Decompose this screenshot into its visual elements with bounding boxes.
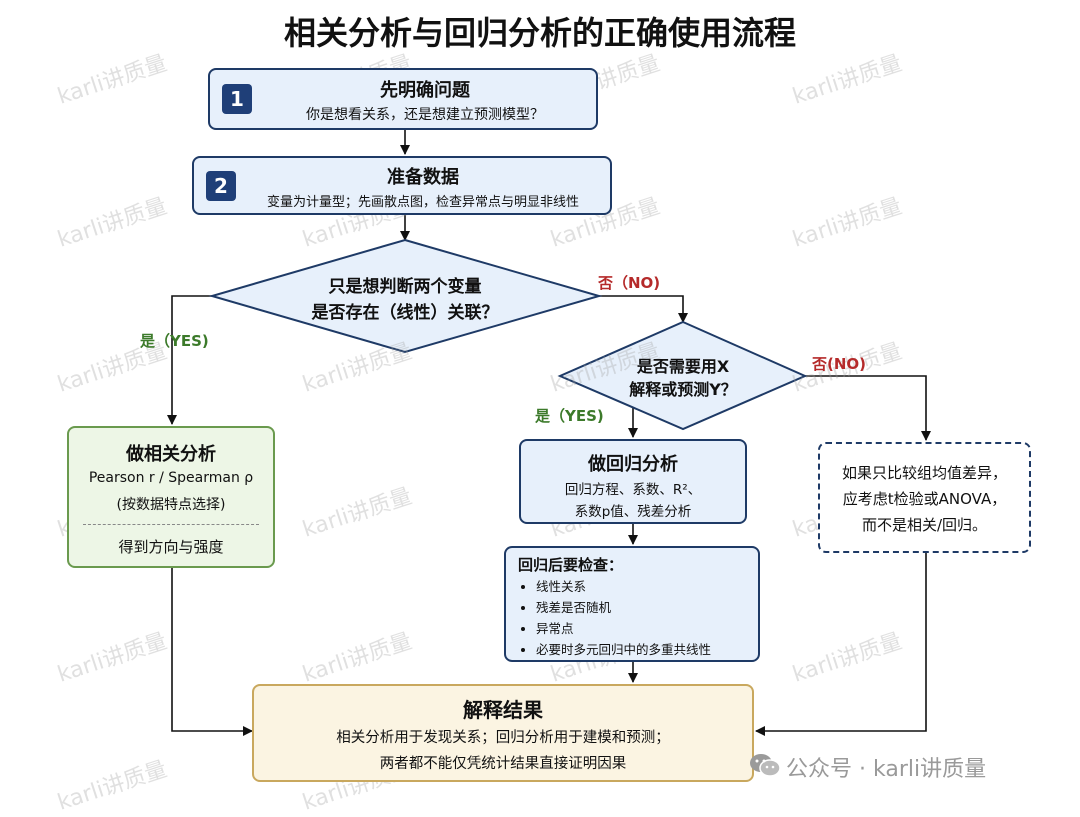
correlation-title: 做相关分析 (126, 444, 216, 465)
footer-account: 公众号 · karli讲质量 (786, 757, 987, 782)
correlation-line3: 得到方向与强度 (118, 538, 224, 556)
list-item: 线性关系 (536, 576, 756, 595)
page-title: 相关分析与回归分析的正确使用流程 (283, 14, 796, 52)
interpret-title: 解释结果 (463, 698, 543, 722)
arrow-alternative-to-interpret (755, 553, 927, 736)
alternative-line3: 而不是相关/回归。 (861, 516, 988, 534)
decision2-yes-label: 是（YES) (535, 407, 604, 425)
step2-number-badge: 2 (206, 171, 236, 201)
decision2-no-label: 否(NO) (812, 355, 867, 373)
post-check-box: 回归后要检查： 线性关系 残差是否随机 异常点 必要时多元回归中的多重共线性 (504, 546, 760, 662)
list-item: 必要时多元回归中的多重共线性 (536, 639, 756, 658)
decision2-diamond (557, 320, 808, 431)
decision1-no-label: 否（NO) (598, 274, 661, 292)
correlation-line1: Pearson r / Spearman ρ (88, 470, 254, 486)
decision1-line1: 只是想判断两个变量 (328, 277, 482, 297)
step2-desc: 变量为计量型；先画散点图，检查异常点与明显非线性 (266, 195, 579, 210)
arrow-no-to-decision2 (599, 295, 688, 323)
decision1-line2: 是否存在（线性）关联？ (311, 303, 499, 323)
interpret-box: 解释结果 相关分析用于发现关系；回归分析用于建模和预测； 两者都不能仅凭统计结果… (252, 684, 754, 782)
step1-number-badge: 1 (222, 84, 252, 114)
decision1-diamond (208, 238, 603, 354)
correlation-divider (83, 524, 259, 525)
regression-line1: 回归方程、系数、R²、 (564, 482, 702, 498)
step1-title: 先明确问题 (380, 80, 470, 101)
regression-line2: 系数p值、残差分析 (574, 504, 692, 520)
post-check-title: 回归后要检查： (518, 556, 624, 574)
step2-box: 2 准备数据 变量为计量型；先画散点图，检查异常点与明显非线性 (192, 156, 612, 215)
alternative-line2: 应考虑t检验或ANOVA， (842, 490, 1007, 508)
wechat-icon (748, 752, 782, 778)
correlation-line2: (按数据特点选择) (116, 497, 226, 513)
correlation-box: 做相关分析 Pearson r / Spearman ρ (按数据特点选择) 得… (67, 426, 275, 568)
post-check-list: 线性关系 残差是否随机 异常点 必要时多元回归中的多重共线性 (506, 574, 756, 660)
step1-box: 1 先明确问题 你是想看关系，还是想建立预测模型？ (208, 68, 598, 130)
regression-box: 做回归分析 回归方程、系数、R²、 系数p值、残差分析 (519, 439, 747, 524)
list-item: 残差是否随机 (536, 597, 756, 616)
decision2-line2: 解释或预测Y？ (629, 380, 737, 399)
regression-title: 做回归分析 (588, 454, 678, 475)
step2-title: 准备数据 (387, 167, 459, 188)
arrow-correlation-to-interpret (171, 568, 253, 736)
decision2-line1: 是否需要用X (636, 357, 730, 376)
interpret-line1: 相关分析用于发现关系；回归分析用于建模和预测； (336, 730, 670, 746)
list-item: 异常点 (536, 618, 756, 637)
step1-desc: 你是想看关系，还是想建立预测模型？ (306, 107, 544, 123)
alternative-line1: 如果只比较组均值差异， (841, 464, 1007, 482)
arrow-decision2-no-to-alternative (805, 375, 931, 441)
interpret-line2: 两者都不能仅凭统计结果直接证明因果 (379, 756, 627, 772)
arrow-yes-to-correlation (167, 295, 212, 425)
decision1-yes-label: 是（YES) (140, 332, 209, 350)
alternative-box: 如果只比较组均值差异， 应考虑t检验或ANOVA， 而不是相关/回归。 (818, 442, 1031, 553)
